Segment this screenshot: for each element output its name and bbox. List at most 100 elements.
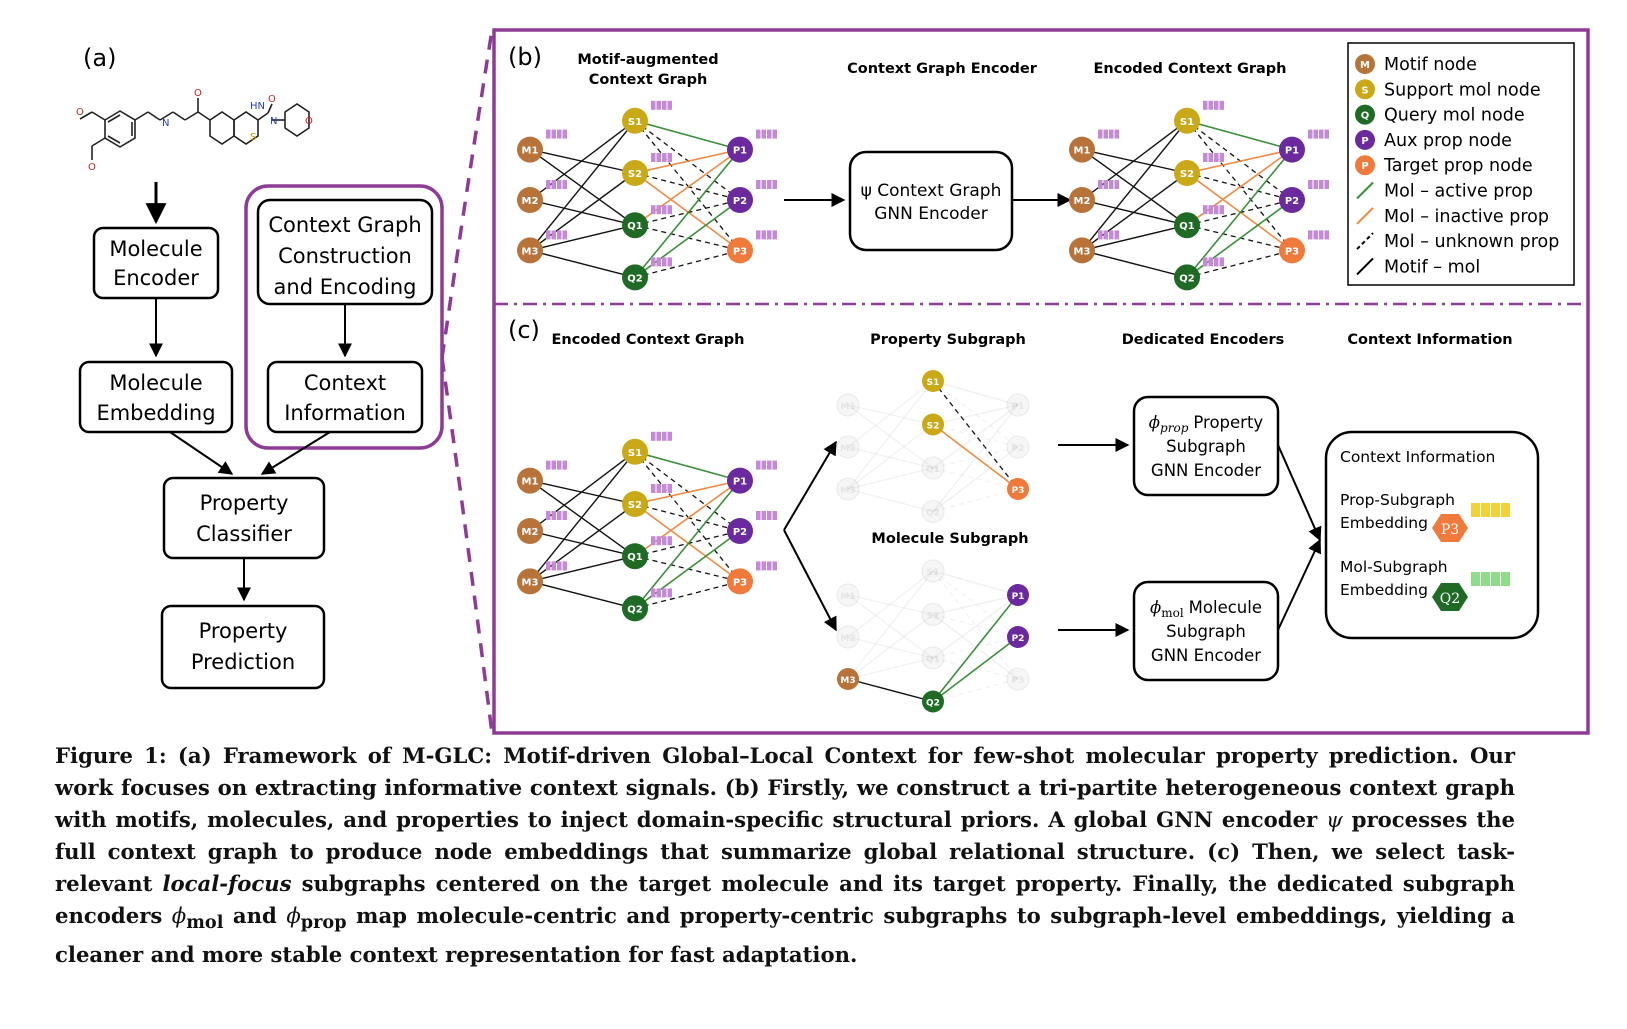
- svg-text:Q1: Q1: [1179, 221, 1195, 232]
- node-M2: M2: [1069, 180, 1119, 213]
- graph-edge-S2-P3: [1186, 172, 1293, 252]
- graph-edge-M3-Q1: [529, 555, 636, 583]
- node-M1: M1: [1069, 129, 1119, 163]
- embedding-cell: [1103, 180, 1108, 189]
- graph-edge-S1-P1: [634, 451, 741, 482]
- graph-edge-M1-Q1: [529, 149, 636, 226]
- svg-text:Embedding: Embedding: [96, 401, 215, 425]
- svg-text:P3: P3: [1285, 246, 1299, 257]
- node-P2: P2: [1006, 435, 1030, 459]
- graph-edge-Q2-P1: [1186, 149, 1293, 278]
- svg-text:ψ Context Graph: ψ Context Graph: [861, 181, 1002, 201]
- svg-text:O: O: [194, 88, 202, 99]
- embedding-cell: [1203, 205, 1208, 215]
- graph-edge-M1-S2: [529, 479, 636, 505]
- svg-text:Q2: Q2: [926, 699, 940, 709]
- legend-label: Mol – active prop: [1384, 182, 1533, 202]
- embedding-cell: [667, 100, 672, 110]
- graph-edge-Q1-P3: [932, 657, 1019, 680]
- legend-edge-icon: [1356, 181, 1374, 200]
- embedding-cell: [1114, 129, 1119, 139]
- embedding-cell: [756, 230, 761, 240]
- embedding-cell: [756, 561, 761, 571]
- embedding-cell: [651, 153, 656, 162]
- graph-edge-M3-S2: [847, 613, 934, 680]
- node-Q2: Q2: [922, 690, 944, 713]
- node-P1: P1: [1006, 393, 1030, 417]
- graph-edge-M1-Q1: [847, 594, 934, 659]
- embedding-cell: [1219, 153, 1224, 162]
- embedding-cell: [1109, 129, 1114, 139]
- figure-caption: Figure 1: (a) Framework of M-GLC: Motif-…: [55, 743, 1515, 968]
- embedding-cell: [656, 100, 661, 110]
- embedding-cell: [551, 230, 556, 240]
- embedding-cell: [546, 561, 551, 571]
- node-P2: P2: [727, 511, 777, 544]
- context-information-box: Context Information: [266, 360, 424, 434]
- graph-edge-M2-Q1: [529, 199, 636, 226]
- svg-text:Property: Property: [199, 619, 288, 643]
- embedding-cell: [557, 180, 562, 189]
- embedding-cell: [1219, 205, 1224, 215]
- embedding-cell: [1313, 230, 1318, 240]
- embedding-cell: [772, 511, 777, 520]
- svg-text:P2: P2: [733, 196, 747, 207]
- legend-edge-icon: [1356, 257, 1374, 276]
- embedding-cell: [551, 129, 556, 139]
- embedding-cell: [651, 257, 656, 267]
- svg-text:P3: P3: [1012, 486, 1025, 496]
- svg-text:S1: S1: [927, 568, 940, 578]
- embedding-cell: [551, 561, 556, 571]
- mol-subgraph-hex-node: Q2: [1432, 583, 1468, 611]
- legend-item: Mol – unknown prop: [1356, 232, 1559, 252]
- embedding-cell: [1114, 230, 1119, 240]
- embedding-cell: [761, 561, 766, 571]
- svg-text:Context Information: Context Information: [1347, 332, 1512, 348]
- embedding-cell: [767, 511, 772, 520]
- svg-text:S2: S2: [628, 500, 642, 511]
- node-M3: M3: [836, 477, 860, 501]
- svg-text:M3: M3: [840, 676, 855, 686]
- graph-edge-M3-Q2: [847, 678, 934, 703]
- legend-item: Motif – mol: [1356, 257, 1480, 277]
- embedding-cell: [656, 205, 661, 215]
- legend-node-icon: [1355, 54, 1375, 74]
- node-M2: M2: [517, 511, 567, 544]
- svg-text:P2: P2: [1012, 634, 1025, 644]
- prop-subgraph-hex-node: P3: [1432, 514, 1468, 542]
- embedding-cell: [562, 230, 567, 240]
- graph-edge-Q2-P3: [932, 678, 1019, 703]
- graph-edge-S1-P1: [634, 120, 741, 151]
- svg-text:Q2: Q2: [1440, 591, 1460, 607]
- embedding-cell: [1324, 180, 1329, 189]
- embedding-cell: [667, 484, 672, 493]
- svg-text:P1: P1: [1285, 146, 1299, 157]
- graph-edge-M2-Q1: [1081, 199, 1188, 226]
- svg-text:N: N: [162, 118, 169, 129]
- embedding-cell: [656, 257, 661, 267]
- embedding-cell: [761, 180, 766, 189]
- node-S2: S2: [1174, 153, 1224, 186]
- embedding-cell: [1214, 257, 1219, 267]
- graph-edge-Q2-P1: [932, 404, 1019, 512]
- embedding-cell: [656, 536, 661, 546]
- embedding-cell: [1219, 257, 1224, 267]
- embedding-cell: [756, 129, 761, 139]
- svg-text:M2: M2: [522, 196, 539, 207]
- node-P3: P3: [1279, 230, 1329, 264]
- embedding-cell: [656, 431, 661, 441]
- arrow-prop-to-context: [1277, 444, 1322, 542]
- graph-edge-S2-P1: [932, 594, 1019, 616]
- graph-edge-M3-S1: [1081, 120, 1188, 251]
- arrow-mol-to-context: [1277, 538, 1322, 631]
- embedding-cell: [1481, 572, 1490, 586]
- graph-edge-M3-S1: [847, 380, 934, 490]
- embedding-cell: [1319, 180, 1324, 189]
